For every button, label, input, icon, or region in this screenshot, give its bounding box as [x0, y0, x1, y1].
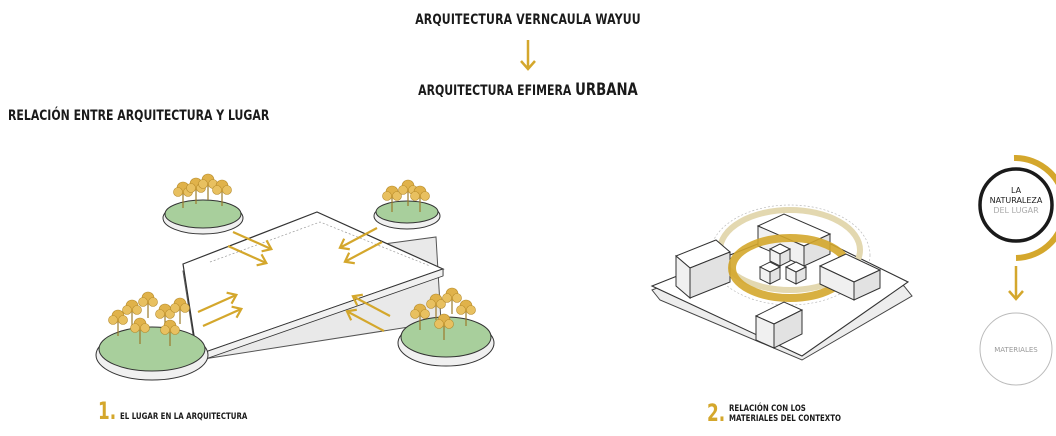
caption-1-number: 1. — [98, 397, 117, 425]
caption-1: 1. EL LUGAR EN LA ARQUITECTURA — [98, 397, 283, 425]
caption-2-number: 2. — [707, 399, 726, 427]
nature-label-1: LA — [1010, 186, 1022, 195]
green-island-top-right — [373, 179, 441, 230]
central-slab — [182, 211, 445, 363]
caption-1-text: EL LUGAR EN LA ARQUITECTURA — [119, 412, 248, 422]
nature-materials-flow — [978, 154, 1056, 386]
caption-2-line1: RELACIÓN CON LOS — [728, 404, 806, 414]
diagram-place-in-architecture — [95, 173, 495, 381]
subtitle-emphasis: URBANA — [575, 80, 638, 100]
arrow-down-icon — [1008, 266, 1024, 301]
green-island-top-left — [162, 173, 244, 235]
section-title: RELACIÓN ENTRE ARQUITECTURA Y LUGAR — [8, 108, 270, 124]
subtitle: ARQUITECTURA EFIMERA URBANA — [116, 80, 940, 100]
nature-label-3: DEL LUGAR — [993, 206, 1039, 215]
block-front — [754, 301, 804, 349]
main-title: ARQUITECTURA VERNCAULA WAYUU — [415, 12, 641, 28]
green-island-bottom-right — [397, 287, 495, 367]
caption-2-text: RELACIÓN CON LOS MATERIALES DEL CONTEXTO — [729, 404, 841, 424]
block-left — [675, 239, 731, 300]
green-island-bottom-left — [95, 291, 209, 381]
block-right — [818, 253, 882, 301]
materials-label: MATERIALES — [994, 346, 1038, 354]
nature-circle — [978, 167, 1054, 243]
subtitle-prefix: ARQUITECTURA EFIMERA — [418, 83, 576, 99]
caption-2: 2. RELACIÓN CON LOS MATERIALES DEL CONTE… — [707, 399, 872, 427]
arrow-down-icon — [520, 40, 536, 71]
cube-icon — [769, 243, 791, 267]
materials-circle — [979, 312, 1053, 386]
nature-label-2: NATURALEZA — [989, 196, 1043, 205]
diagram-material-context — [650, 204, 913, 361]
caption-2-line2: MATERIALES DEL CONTEXTO — [728, 414, 841, 424]
